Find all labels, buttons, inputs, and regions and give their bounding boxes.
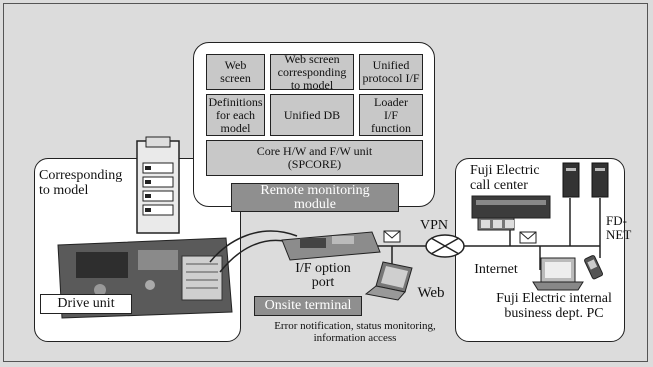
drive-unit-label: Drive unit: [40, 294, 132, 314]
rack-server-icon: [136, 136, 180, 234]
call-center-equipment-icon: [471, 195, 551, 231]
corresponding-model-label: Corresponding to model: [39, 168, 123, 198]
onsite-caption: Error notification, status monitoring, i…: [274, 320, 436, 344]
onsite-terminal-label: Onsite terminal: [254, 296, 362, 316]
mobile-phone-icon: [584, 255, 604, 280]
module-cell-web-screen-model: Web screen corresponding to model: [270, 52, 354, 91]
option-card-icon: [281, 231, 381, 261]
internet-label: Internet: [474, 262, 518, 277]
remote-monitoring-module-label: Remote monitoring module: [231, 183, 399, 212]
server-tower-icon: [562, 162, 609, 198]
module-cell-loader: Loader I/F function: [359, 94, 423, 136]
web-label: Web: [417, 285, 445, 301]
fd-net-label: FD- NET: [606, 213, 632, 242]
mail-icon: [383, 230, 401, 243]
diagram-frame: [3, 3, 648, 362]
remote-monitoring-module-text: Remote monitoring module: [260, 182, 370, 212]
module-cell-core: Core H/W and F/W unit (SPCORE): [206, 140, 423, 176]
vpn-label: VPN: [419, 218, 448, 233]
laptop-icon: [364, 261, 413, 301]
vpn-internet-icon: [425, 234, 465, 258]
desktop-pc-icon: [532, 257, 584, 291]
fuji-internal-label: Fuji Electric internal business dept. PC: [496, 291, 612, 321]
fuji-call-center-label: Fuji Electric call center: [470, 163, 540, 193]
module-cell-unified-db: Unified DB: [270, 94, 354, 136]
module-cell-web-screen: Web screen: [206, 54, 265, 90]
mail-icon-2: [519, 231, 537, 244]
if-option-port-label: I/F option port: [295, 261, 351, 290]
module-cell-definitions: Definitions for each model: [206, 94, 265, 136]
module-cell-unified-protocol: Unified protocol I/F: [359, 54, 423, 90]
